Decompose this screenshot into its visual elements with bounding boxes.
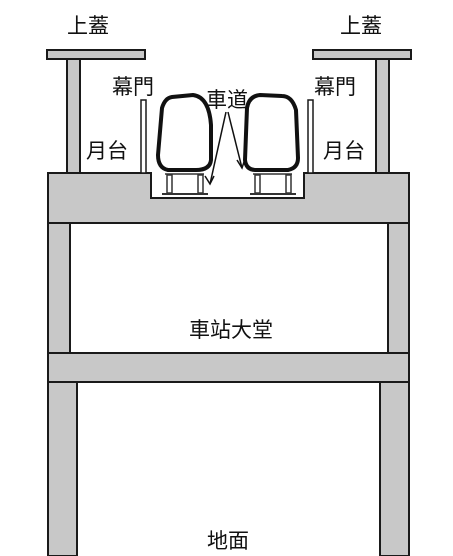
track-arrowhead-left — [204, 175, 215, 186]
platform-deck — [47, 172, 410, 224]
right-canopy-post — [375, 57, 390, 174]
right-canopy-roof — [312, 49, 412, 60]
track-arrow-right — [227, 111, 243, 169]
platform-left-label: 月台 — [86, 139, 128, 163]
platform-right-label: 月台 — [323, 139, 365, 163]
upper-right-column — [387, 221, 410, 355]
left-car-wheel-right — [197, 174, 204, 194]
concourse-label: 車站大堂 — [189, 318, 273, 342]
left-canopy-post — [66, 57, 81, 174]
track-label: 車道 — [206, 88, 248, 112]
track-arrow-left — [209, 111, 227, 185]
track-arrowhead-right — [236, 158, 246, 170]
left-car-wheel-left — [166, 174, 173, 194]
left-car-body — [156, 93, 213, 172]
lower-left-column — [47, 379, 78, 556]
left-train-car — [156, 93, 213, 195]
right-car-body — [243, 93, 300, 172]
psd-right-label: 幕門 — [314, 75, 356, 99]
right-train-car — [243, 93, 300, 195]
right-car-wheel-right — [285, 174, 292, 194]
canopy-left-label: 上蓋 — [67, 14, 109, 38]
right-car-wheel-left — [254, 174, 261, 194]
left-canopy-roof — [46, 49, 146, 60]
upper-left-column — [47, 221, 71, 355]
concourse-floor-beam — [47, 352, 410, 383]
lower-right-column — [379, 379, 410, 556]
psd-left-label: 幕門 — [112, 75, 154, 99]
right-platform-screen-door — [307, 99, 314, 174]
track-pointer-arrows — [204, 111, 246, 186]
canopy-right-label: 上蓋 — [340, 14, 382, 38]
ground-label: 地面 — [207, 529, 249, 553]
left-platform-screen-door — [140, 99, 147, 174]
